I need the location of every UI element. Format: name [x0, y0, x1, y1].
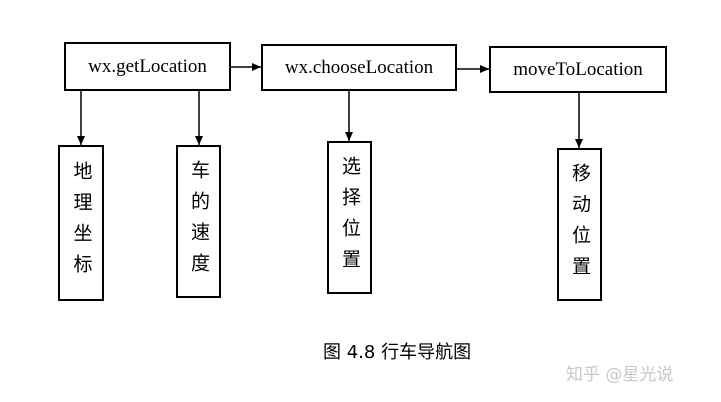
watermark: 知乎 @星光说: [566, 365, 674, 385]
select-box: 选择位置: [327, 141, 372, 294]
coords-box: 地理坐标: [58, 145, 104, 301]
speed-box: 车的速度: [176, 145, 221, 298]
move-box: 移动位置: [557, 148, 602, 301]
move-label: 移动位置: [569, 162, 591, 287]
movetolocation-label: moveToLocation: [513, 58, 643, 80]
figure-caption: 图 4.8 行车导航图: [323, 342, 472, 363]
chooselocation-label: wx.chooseLocation: [284, 56, 434, 78]
getlocation-box: wx.getLocation: [64, 42, 231, 91]
movetolocation-box: moveToLocation: [489, 46, 667, 93]
coords-label: 地理坐标: [70, 161, 93, 285]
speed-label: 车的速度: [188, 159, 210, 284]
chooselocation-box: wx.chooseLocation: [261, 44, 457, 91]
getlocation-label: wx.getLocation: [88, 55, 207, 77]
select-label: 选择位置: [339, 155, 361, 280]
